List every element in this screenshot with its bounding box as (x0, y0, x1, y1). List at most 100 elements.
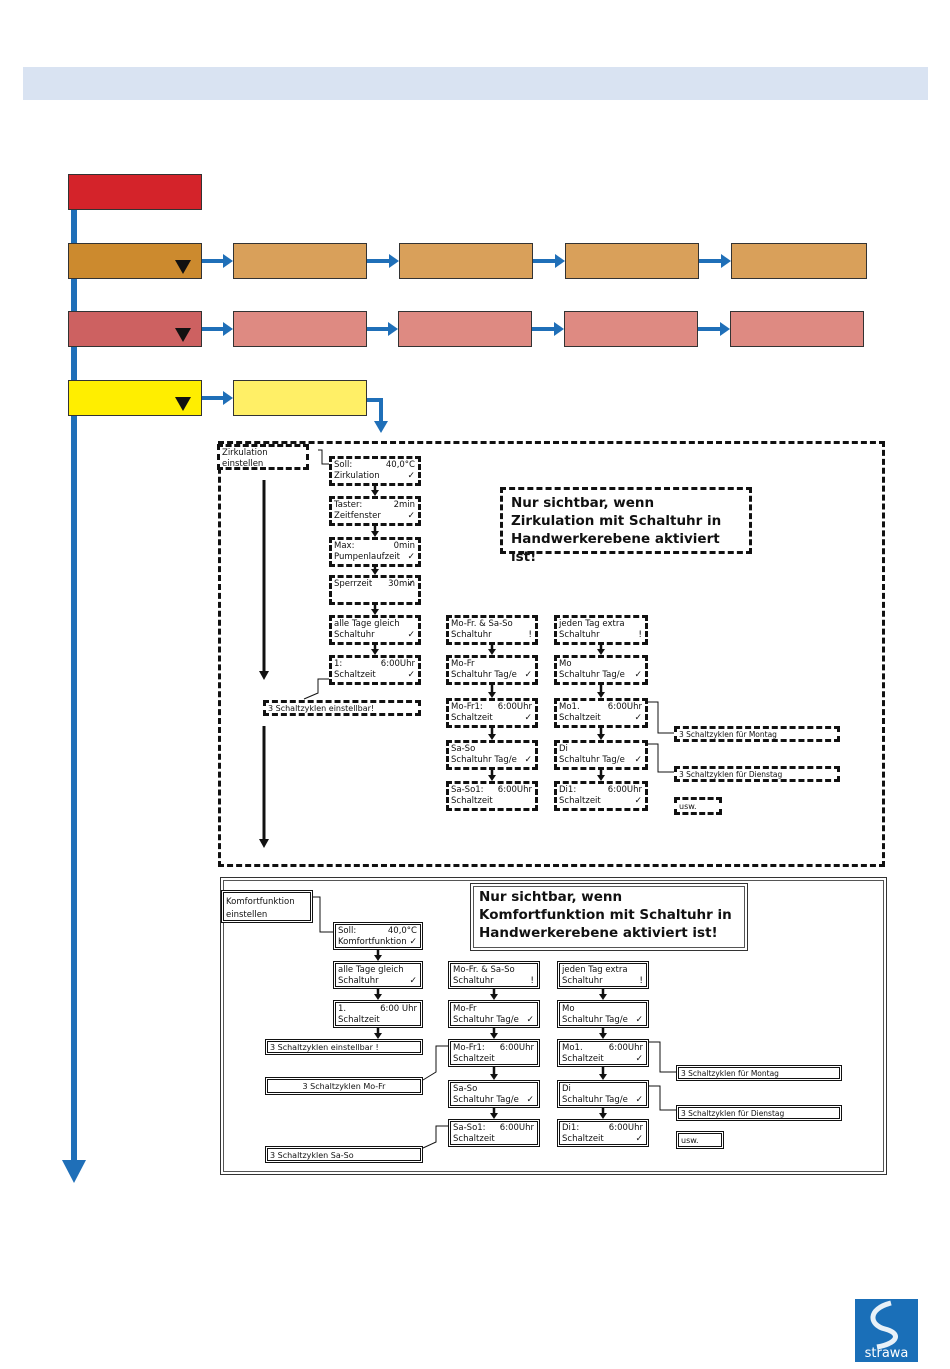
a-entry-box: Zirkulation einstellen (217, 444, 309, 470)
rose-arrow-2-head (554, 322, 564, 336)
a-entry-link (318, 449, 329, 465)
b-col3-step-0-head (599, 994, 607, 1000)
b-col3-step-2-head (599, 1074, 607, 1080)
a-side-montag: 3 Schaltzyklen für Montag (674, 726, 840, 742)
yellow-arrow-head (223, 391, 233, 405)
b-dienstag-link (649, 1085, 676, 1111)
spine-arrowhead (62, 1160, 86, 1183)
b-side-montag: 3 Schaltzyklen für Montag (676, 1065, 842, 1081)
a-col1-step-3-head (371, 609, 379, 615)
a-side-usw: usw. (674, 797, 722, 815)
b-col1-step-2-head (374, 1033, 382, 1039)
a-cycles-link (303, 678, 329, 700)
dropdown-triangle-icon (175, 397, 191, 411)
a-col3-step-3-head (597, 775, 605, 781)
yellow-down-head (374, 421, 388, 433)
a-col2-step-1-head (488, 692, 496, 698)
b-col2-step-3-head (490, 1113, 498, 1119)
rose-arrow-1-head (388, 322, 398, 336)
b-saso-link (422, 1125, 448, 1149)
b-side-usw: usw. (676, 1131, 724, 1149)
b-visibility-note: Nur sichtbar, wenn Komfortfunktion mit S… (470, 883, 748, 951)
a-col3-step-0-head (597, 649, 605, 655)
b-entry-box: Komfortfunktion einstellen (221, 890, 313, 923)
orange-arrow-2-head (555, 254, 565, 268)
b-col3-step-3-head (599, 1113, 607, 1119)
level-rose-step-2 (398, 311, 532, 347)
a-col1-step-2-head (371, 569, 379, 575)
b-col3-step-1-head (599, 1033, 607, 1039)
diagram-b-frame (220, 877, 887, 1175)
level-yellow-main[interactable] (68, 380, 202, 416)
level-rose-step-4 (730, 311, 864, 347)
a-col3-step-1-head (597, 692, 605, 698)
b-entry-link (313, 896, 333, 933)
rose-arrow-3-head (720, 322, 730, 336)
b-cycles-box: 3 Schaltzyklen einstellbar ! (265, 1039, 423, 1055)
level-rose-main[interactable] (68, 311, 202, 347)
orange-arrow-1-head (389, 254, 399, 268)
a-left-arrow-2-head (259, 839, 269, 848)
b-col1-step-0-head (374, 955, 382, 961)
b-mofr-link (422, 1045, 448, 1081)
level-red-box (68, 174, 202, 210)
b-col1-step-1-head (374, 994, 382, 1000)
strawa-logo (855, 1299, 918, 1362)
a-col1-step-0-head (371, 490, 379, 496)
a-montag-link (648, 701, 674, 734)
a-dienstag-link (648, 743, 674, 773)
b-col2-step-2-head (490, 1074, 498, 1080)
a-col1-step-1-head (371, 531, 379, 537)
a-col2-step-2-head (488, 734, 496, 740)
logo-wordmark: strawa (864, 1346, 909, 1361)
level-orange-main[interactable] (68, 243, 202, 279)
yellow-down-line (367, 398, 383, 423)
a-col3-step-2-head (597, 734, 605, 740)
level-rose-step-3 (564, 311, 698, 347)
a-cycles-box: 3 Schaltzyklen einstellbar! (263, 700, 421, 716)
b-col2-step-0-head (490, 994, 498, 1000)
b-cycles-saso: 3 Schaltzyklen Sa-So (265, 1146, 423, 1163)
orange-arrow-3-head (721, 254, 731, 268)
orange-arrow-0-head (223, 254, 233, 268)
dropdown-triangle-icon (175, 260, 191, 274)
level-orange-step-1 (233, 243, 367, 279)
header-band (23, 67, 928, 100)
dropdown-triangle-icon (175, 328, 191, 342)
level-orange-step-3 (565, 243, 699, 279)
a-col2-step-3-head (488, 775, 496, 781)
b-col2-step-1-head (490, 1033, 498, 1039)
b-side-dienstag: 3 Schaltzyklen für Dienstag (676, 1105, 842, 1121)
rose-arrow-0-head (223, 322, 233, 336)
level-orange-step-2 (399, 243, 533, 279)
a-col1-step-4-head (371, 649, 379, 655)
